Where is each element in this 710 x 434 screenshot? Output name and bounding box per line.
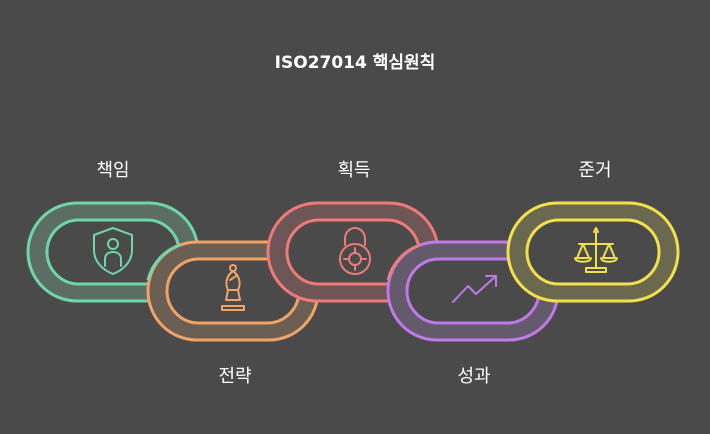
chess-bishop-icon bbox=[221, 264, 245, 311]
padlock-target-icon bbox=[339, 227, 371, 275]
diagram-title: ISO27014 핵심원칙 bbox=[274, 53, 436, 73]
label-performance: 성과 bbox=[457, 366, 491, 387]
label-acquisition: 획득 bbox=[337, 160, 371, 181]
link-overlap-green bbox=[146, 243, 181, 281]
label-strategy: 전략 bbox=[218, 366, 252, 387]
trend-arrow-icon bbox=[452, 275, 497, 303]
link-overlap-red bbox=[386, 243, 421, 281]
label-conformance: 준거 bbox=[578, 160, 612, 181]
label-responsibility: 책임 bbox=[96, 160, 130, 181]
shield-person-icon bbox=[93, 227, 133, 275]
chain-link-conformance bbox=[506, 201, 680, 303]
scales-icon bbox=[574, 227, 618, 273]
